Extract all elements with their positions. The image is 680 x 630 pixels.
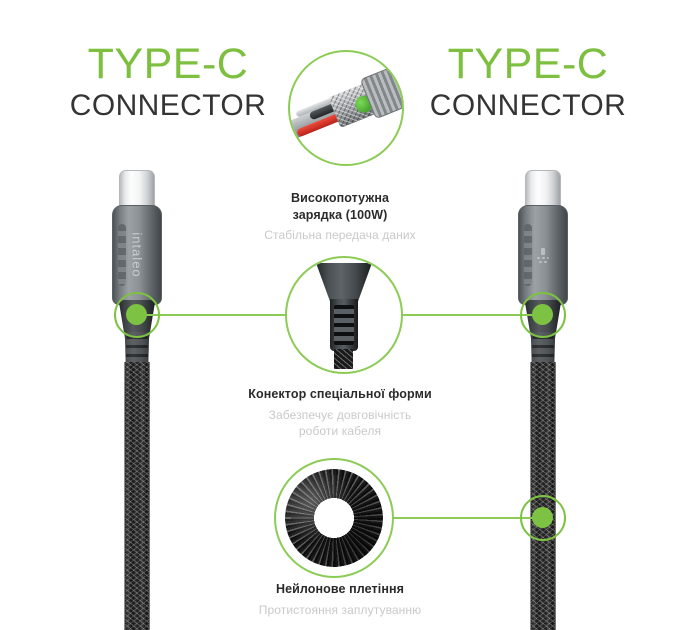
feature-caption-connector-shape: Конектор спеціальної форми Забезпечує до…: [190, 386, 490, 439]
strain-relief-ribs-right: [531, 332, 555, 370]
page-title-left-sub: CONNECTOR: [69, 88, 267, 122]
feature-caption-nylon-braid: Нейлонове плетіння Протистояння заплутув…: [190, 581, 490, 618]
feature-title-connector-shape: Конектор спеціальної форми: [248, 387, 432, 401]
feature-title-charging-line1: Високопотужна: [290, 191, 390, 205]
feature-image-charging: [288, 50, 404, 166]
feature-caption-charging: Високопотужна зарядка (100W) Стабільна п…: [190, 190, 490, 243]
title-block-right: TYPE-C CONNECTOR: [398, 42, 658, 122]
feature-image-nylon-braid: [274, 458, 394, 578]
hotspot-ring-right-braid[interactable]: [520, 495, 566, 541]
hotspot-dot-right-braid[interactable]: [532, 507, 553, 528]
feature-subtitle-charging: Стабільна передача даних: [264, 228, 416, 243]
connector-body-right: [518, 205, 568, 305]
brand-label-left: intaleo: [129, 232, 145, 278]
callout-line-right-braid: [392, 517, 537, 519]
feature-subtitle-connector-shape: Забезпечує довговічність роботи кабеля: [190, 407, 490, 439]
page-title-left-main: TYPE-C: [87, 40, 249, 88]
title-block-left: TYPE-C CONNECTOR: [38, 42, 298, 122]
cable-cross-section-icon: [290, 56, 402, 161]
hotspot-dot-left-shape[interactable]: [126, 304, 147, 325]
page-title-right-main: TYPE-C: [447, 40, 609, 88]
hotspot-ring-left-shape[interactable]: [114, 292, 160, 338]
hotspot-ring-right-shape[interactable]: [520, 292, 566, 338]
strain-relief-ribs-left: [125, 332, 149, 370]
feature-subtitle-nylon-braid: Протистояння заплутуванню: [258, 602, 422, 617]
feature-title-charging: Високопотужна зарядка (100W): [190, 190, 490, 223]
connector-body-left: intaleo: [112, 205, 162, 305]
strain-relief-icon: [316, 263, 372, 369]
page-title-right-sub: CONNECTOR: [429, 88, 627, 122]
feature-subtitle-shape-line2: роботи кабеля: [298, 423, 382, 438]
hotspot-dot-right-shape[interactable]: [532, 304, 553, 325]
feature-subtitle-shape-line1: Забезпечує довговічність: [268, 407, 412, 422]
nylon-coil-icon: [276, 460, 392, 576]
braided-cable-left: [124, 362, 150, 630]
feature-image-connector-shape: [285, 256, 403, 374]
brand-logo-icon-right: [537, 247, 549, 263]
callout-line-left-shape: [137, 314, 288, 316]
feature-title-charging-line2: зарядка (100W): [292, 207, 388, 222]
callout-line-right-shape: [401, 314, 546, 316]
feature-title-nylon-braid: Нейлонове плетіння: [275, 582, 405, 596]
